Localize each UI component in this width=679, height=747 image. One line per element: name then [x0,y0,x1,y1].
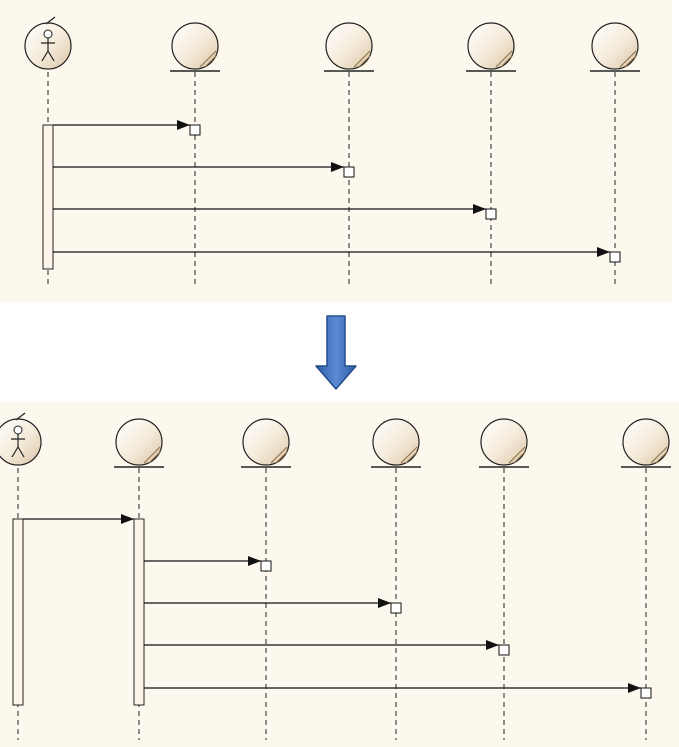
sequence-diagram-before [0,0,672,302]
message-create [144,556,272,572]
message-arrowhead [248,556,261,566]
message-create [53,204,497,220]
entity-circle [622,418,670,466]
entity-shading [508,446,527,464]
sequence-diagram-after [0,402,679,747]
down-arrow-icon [315,315,357,390]
actor-control-mark [45,16,56,25]
entity-participant [241,418,291,468]
entity-circle [115,418,163,466]
entity-circle [372,418,420,466]
created-lifeline-box [390,602,402,614]
message-create [144,640,510,656]
entity-circle [242,418,290,466]
created-lifeline-box [498,644,510,656]
actor-participant [24,16,72,70]
entity-participant [371,418,421,468]
entity-shading [270,446,289,464]
message-arrowhead [628,683,641,693]
entity-shading [143,446,162,464]
diagram-panel [0,402,679,747]
message-arrowhead [331,162,344,172]
entity-participant [114,418,164,468]
entity-participant [466,22,516,72]
message-create [53,162,355,178]
entity-shading [353,50,372,68]
entity-circle [591,22,639,70]
entity-shading [650,446,669,464]
activation-bar [42,124,54,270]
message-arrowhead [378,598,391,608]
actor-head [13,425,23,435]
entity-shading [199,50,218,68]
actor-body [11,434,25,458]
entity-participant [324,22,374,72]
message-create [53,247,621,263]
message-create [144,598,402,614]
message-create [53,120,201,136]
message-arrowhead [177,120,190,130]
actor-head [43,29,53,39]
entity-shading [495,50,514,68]
entity-participant [590,22,640,72]
entity-participant [170,22,220,72]
actor-circle [0,418,42,466]
message-call [23,514,134,524]
entity-circle [480,418,528,466]
entity-circle [171,22,219,70]
message-arrowhead [486,640,499,650]
down-arrow-shape [315,315,357,390]
created-lifeline-box [640,687,652,699]
created-lifeline-box [189,124,201,136]
entity-shading [619,50,638,68]
message-arrowhead [473,204,486,214]
entity-circle [325,22,373,70]
actor-participant [0,412,42,466]
created-lifeline-box [343,166,355,178]
entity-participant [479,418,529,468]
activation-bar [133,518,145,706]
created-lifeline-box [485,208,497,220]
created-lifeline-box [260,560,272,572]
created-lifeline-box [609,251,621,263]
activation-bar [12,518,24,706]
actor-control-mark [15,412,26,421]
message-arrowhead [121,514,134,524]
message-arrowhead [597,247,610,257]
entity-circle [467,22,515,70]
entity-participant [621,418,671,468]
message-create [144,683,652,699]
actor-body [41,38,55,62]
entity-shading [400,446,419,464]
